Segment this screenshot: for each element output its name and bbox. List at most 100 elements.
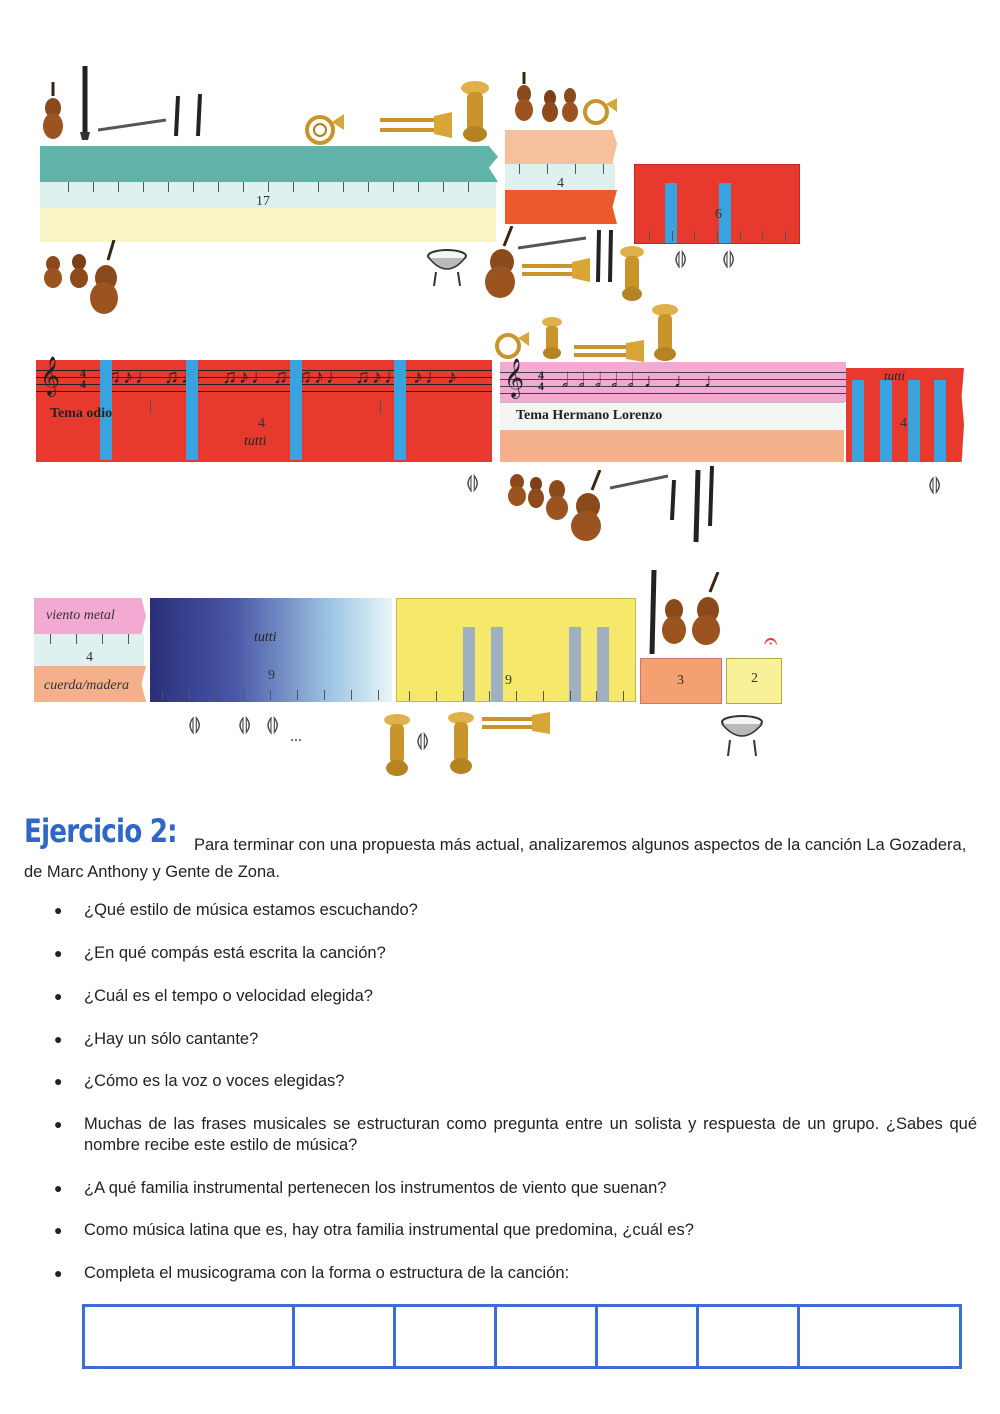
tick [570,691,571,701]
cymbal-sign-icon: ⟬⟭ [266,714,279,735]
flute-icon [518,236,588,250]
flute-icon [98,116,168,132]
tema-odio-stripe [394,360,406,460]
oboe-icon [170,92,210,138]
answer-cell[interactable] [85,1307,295,1366]
notes-icon: ♫♪♩ ♫♪♩ ♫♪♩♫ ♫♪♩ ♫♪♩ ♪♩♪ [106,366,459,389]
cello-icon [568,470,608,542]
treble-clef-icon: 𝄞 [504,360,524,398]
cuerda-madera-label: cuerda/madera [44,678,129,694]
cymbal-sign-icon: ⟬⟭ [674,248,687,269]
small-yellow-bar-count: 2 [751,671,758,687]
answer-cell[interactable] [396,1307,497,1366]
violin-icon [40,82,66,142]
tick [785,231,786,241]
question-text: ¿Hay un sólo cantante? [84,1030,258,1048]
violin-icon [512,72,536,122]
cymbal-sign-icon: ⟬⟭ [928,474,941,495]
viento-metal-label: viento metal [46,608,115,624]
flute-icon [610,474,670,490]
question-item: ●¿A qué familia instrumental pertenecen … [52,1178,977,1199]
bassoon-icon [690,466,718,544]
notes-icon: 𝅗𝅥𝅗𝅥𝅗𝅥𝅗𝅥𝅗𝅥♩♩♩ [562,370,734,393]
tick [318,182,319,192]
violin-icon [42,246,64,288]
tick [351,690,352,700]
orange-bar-count: 3 [677,673,684,689]
tick [118,182,119,192]
clarinet-icon [78,66,92,140]
answer-cell[interactable] [598,1307,699,1366]
tick [649,231,650,241]
cymbal-sign-icon: ⟬⟭ [722,248,735,269]
question-item: ● Muchas de las frases musicales se estru… [52,1114,977,1156]
intro-band-top [40,146,498,182]
tutti-bar-count: 4 [900,416,907,432]
tutti-stripe [908,380,920,462]
bullet-icon: ● [54,1029,62,1050]
yellow-band: 9 [396,598,636,702]
oboe-icon [666,480,682,520]
tick [443,182,444,192]
cymbal-sign-icon: ⟬⟭ [416,730,429,751]
tick [76,634,77,644]
tick [547,164,548,174]
tick [418,182,419,192]
violin-icon [506,466,528,508]
french-horn-icon [298,112,346,146]
continuation-ellipsis: ... [290,728,302,746]
section-2-bar-count: 4 [557,176,564,192]
small-yellow-band: 2 [726,658,782,704]
question-text: Muchas de las frases musicales se estruc… [84,1115,977,1154]
cymbal-sign-icon: ⟬⟭ [188,714,201,735]
tick [243,690,244,700]
bullet-icon: ● [54,1114,62,1135]
tick [596,691,597,701]
cello-icon [690,572,726,648]
tick [243,182,244,192]
tick [297,690,298,700]
tick [516,691,517,701]
question-text: ¿Qué estilo de música estamos escuchando… [84,901,418,919]
tema-lorenzo-salmon [500,430,844,462]
cello-icon [660,586,688,648]
answer-cell[interactable] [800,1307,959,1366]
tick [216,690,217,700]
question-text: Completa el musicograma con la forma o e… [84,1264,569,1282]
bullet-icon: ● [54,900,62,921]
tema-lorenzo-label: Tema Hermano Lorenzo [516,408,662,424]
gradient-tutti-band: tutti 9 [150,598,392,702]
tick [93,182,94,192]
orange-band: 3 [640,658,722,704]
exercise-intro-text: Para terminar con una propuesta más actu… [24,836,966,881]
answer-cell[interactable] [497,1307,598,1366]
tick [324,690,325,700]
tuba-icon [540,316,564,360]
question-item: ●Completa el musicograma con la forma o … [52,1263,977,1284]
question-item: ●¿Cómo es la voz o voces elegidas? [52,1071,977,1092]
yellow-stripe [491,627,503,701]
answer-cell[interactable] [295,1307,396,1366]
tema-odio-stripe [186,360,198,460]
bullet-icon: ● [54,986,62,1007]
answer-cell[interactable] [699,1307,800,1366]
timpani-icon [426,246,468,288]
tutti-band: tutti 4 [846,368,964,462]
intro-band: 17 [40,146,498,242]
tuba-icon [650,302,680,364]
question-text: ¿En qué compás está escrita la canción? [84,944,386,962]
cello-icon [482,226,522,300]
cymbal-sign-icon: ⟬⟭ [466,472,479,493]
tema-odio-stripe [290,360,302,460]
tick [468,182,469,192]
tick [218,182,219,192]
fermata-icon: 𝄐 [764,628,777,656]
tick [168,182,169,192]
tick [270,690,271,700]
question-item: ●¿Cuál es el tempo o velocidad elegida? [52,986,977,1007]
viento-cuerda-band: viento metal 4 cuerda/madera [34,598,146,702]
trombone-icon [570,340,646,362]
